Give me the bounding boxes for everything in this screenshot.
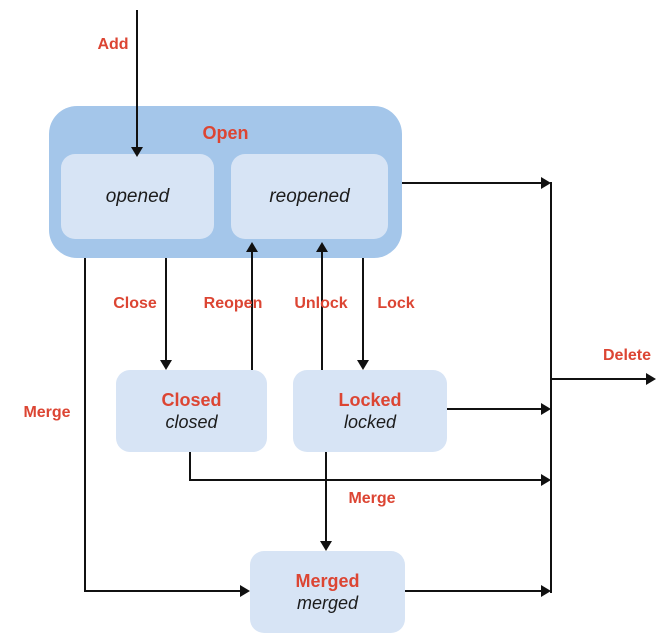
state-merged: Merged merged: [250, 551, 405, 633]
close-arrow-line: [165, 258, 167, 360]
lock-arrow-line: [362, 258, 364, 360]
transition-label-lock: Lock: [377, 295, 415, 312]
add-arrow-line: [136, 10, 138, 148]
open-delete-arrowhead: [541, 177, 551, 189]
closed-delete-arrowhead: [541, 474, 551, 486]
state-open-label: Open: [202, 123, 249, 143]
state-open-container: Open opened reopened: [49, 106, 402, 258]
close-arrowhead: [160, 360, 172, 370]
merge-bottom-line: [325, 452, 327, 542]
merge-left-hline: [84, 590, 240, 592]
substate-reopened-label: reopened: [269, 185, 350, 207]
state-closed-title: Closed: [161, 390, 222, 410]
transition-label-merge-left: Merge: [23, 404, 71, 421]
transition-label-add: Add: [97, 36, 129, 53]
locked-delete-arrowhead: [541, 403, 551, 415]
reopen-arrowhead: [246, 242, 258, 252]
transition-label-delete: Delete: [602, 347, 652, 364]
state-locked-subtitle: locked: [343, 412, 397, 432]
locked-delete-line: [447, 408, 541, 410]
merged-delete-arrowhead: [541, 585, 551, 597]
transition-label-merge-bottom: Merge: [348, 490, 396, 507]
state-locked-title: Locked: [338, 390, 402, 410]
closed-delete-vline: [189, 452, 191, 480]
unlock-arrowhead: [316, 242, 328, 252]
closed-delete-hline: [189, 479, 541, 481]
unlock-arrow-line: [321, 252, 323, 370]
delete-exit-arrowhead: [646, 373, 656, 385]
transition-label-close: Close: [113, 295, 157, 312]
delete-rail-line: [550, 182, 552, 593]
merged-delete-line: [405, 590, 542, 592]
substate-opened-label: opened: [105, 185, 170, 207]
add-arrowhead: [131, 147, 143, 157]
merge-left-vline: [84, 258, 86, 592]
merge-bottom-arrowhead: [320, 541, 332, 551]
state-closed: Closed closed: [116, 370, 267, 452]
substate-reopened: reopened: [231, 154, 388, 239]
reopen-arrow-line: [251, 252, 253, 370]
state-locked: Locked locked: [293, 370, 447, 452]
state-closed-subtitle: closed: [165, 412, 218, 432]
state-merged-title: Merged: [295, 571, 360, 591]
merge-left-arrowhead: [240, 585, 250, 597]
transition-label-unlock: Unlock: [294, 295, 348, 312]
lock-arrowhead: [357, 360, 369, 370]
state-merged-subtitle: merged: [296, 593, 359, 613]
transition-label-reopen: Reopen: [203, 295, 263, 312]
open-delete-line: [402, 182, 542, 184]
substate-opened: opened: [61, 154, 214, 239]
delete-exit-line: [551, 378, 646, 380]
